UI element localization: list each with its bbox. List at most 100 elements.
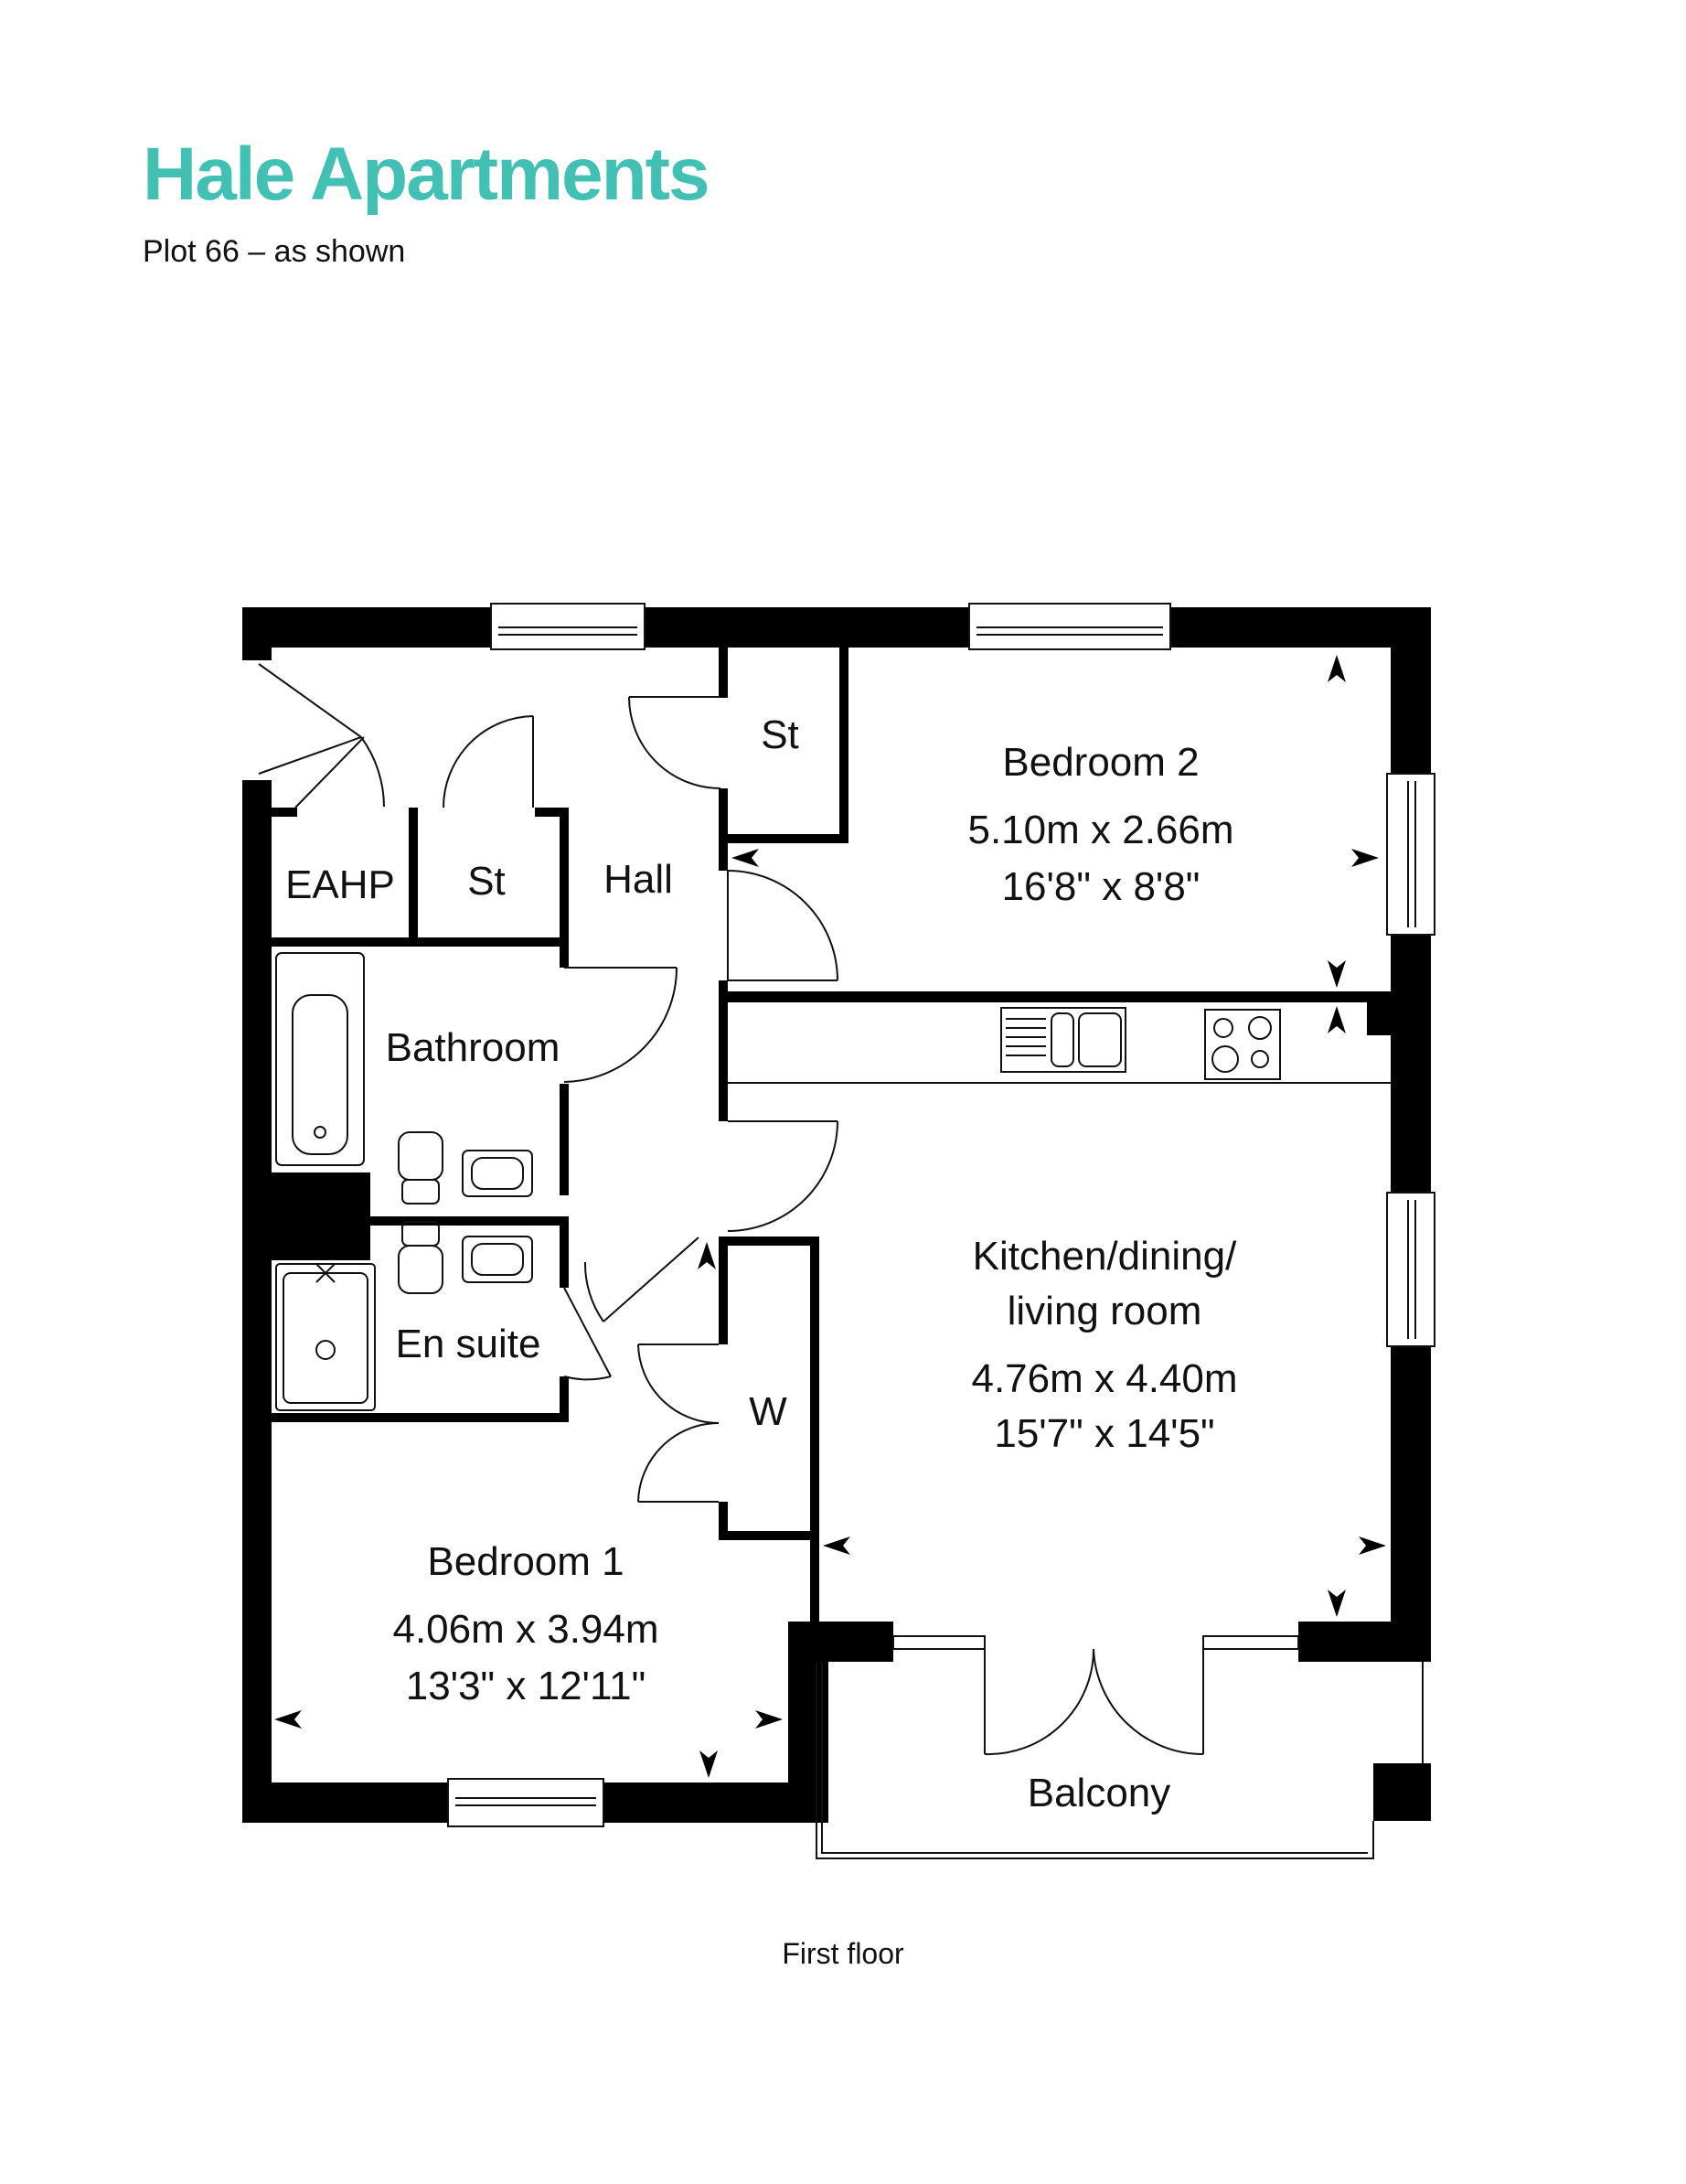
plot-subtitle: Plot 66 – as shown <box>143 234 406 269</box>
balcony-pier <box>1373 1763 1431 1821</box>
ensuite-wc <box>398 1221 443 1294</box>
label-bedroom1: Bedroom 1 <box>427 1539 624 1584</box>
label-store-bed2: St <box>761 712 799 757</box>
riser-block <box>272 1172 370 1260</box>
wardrobe-top <box>719 1237 819 1246</box>
arrow-bed2-right <box>1351 849 1379 867</box>
right-wall-bottom <box>1391 1346 1431 1662</box>
page-title: Hale Apartments <box>143 133 710 216</box>
label-hall: Hall <box>603 857 673 902</box>
right-wall-top <box>1391 607 1431 774</box>
label-wardrobe: W <box>749 1389 787 1434</box>
st-east-wall <box>560 808 569 968</box>
kitchen-imperial: 15'7" x 14'5" <box>994 1411 1214 1456</box>
bedroom1-door <box>583 1237 699 1322</box>
arrow-bed2-top <box>1328 655 1346 682</box>
bedroom2-imperial: 16'8" x 8'8" <box>1002 864 1200 909</box>
label-bathroom: Bathroom <box>386 1025 560 1070</box>
bed2-store-door <box>628 696 721 789</box>
bottom-wall-left <box>242 1783 448 1823</box>
wardrobe-bottom <box>719 1531 819 1540</box>
eahp-door <box>294 736 365 808</box>
bed2-west-wall-lower <box>719 788 728 871</box>
label-kitchen-line2: living room <box>1008 1289 1202 1333</box>
balcony-outline <box>816 1662 1424 1859</box>
arrow-bed1-right <box>755 1710 783 1729</box>
entrance-door <box>258 663 385 808</box>
kitchen-door <box>727 1120 838 1232</box>
bed2-west-wall-upper <box>719 648 728 698</box>
label-eahp: EAHP <box>285 862 395 907</box>
window-bed2-top <box>968 603 1171 650</box>
window-hall-top <box>490 603 646 650</box>
arrow-kitchen-left <box>823 1536 850 1555</box>
bath-top-wall <box>272 937 569 947</box>
bathroom-wc <box>398 1131 443 1204</box>
bathroom-basin <box>462 1150 533 1197</box>
arrow-hall-up <box>698 1242 716 1269</box>
kitchen-bottom-left <box>788 1622 893 1662</box>
arrow-bed2-left <box>731 849 759 867</box>
ensuite-east-wall <box>560 1216 569 1288</box>
bathtub <box>275 952 365 1166</box>
hall-east-wall <box>719 980 728 1121</box>
ensuite-basin <box>462 1236 533 1283</box>
label-store-hall: St <box>467 859 506 904</box>
top-wall-mid <box>645 607 969 648</box>
hob <box>1204 1009 1281 1080</box>
windows <box>447 603 1435 1827</box>
bed2-store-bottom <box>719 834 848 843</box>
window-bed1-bottom <box>447 1778 604 1827</box>
window-kitchen-right <box>1386 1192 1435 1347</box>
wardrobe-west-upper <box>719 1237 728 1344</box>
eahp-st-divider <box>409 808 418 937</box>
kitchen-sink <box>1000 1007 1126 1073</box>
label-balcony: Balcony <box>1028 1771 1171 1815</box>
ensuite-bottom-wall <box>272 1413 569 1422</box>
window-bed2-right <box>1386 773 1435 936</box>
bed2-kitchen-wall <box>722 991 1391 1002</box>
shower-tray <box>275 1263 376 1411</box>
wardrobe-west-lower <box>719 1502 728 1540</box>
arrow-kitchen-right <box>1359 1536 1386 1555</box>
bath-ensuite-divider <box>370 1216 560 1226</box>
bedroom2-metric: 5.10m x 2.66m <box>967 808 1233 852</box>
arrow-kitchen-top <box>1328 1006 1346 1033</box>
fixtures <box>275 952 1424 1859</box>
arrow-bed1-bottom <box>699 1750 718 1778</box>
wardrobe-doors <box>637 1344 720 1503</box>
room-labels: EAHP St St Hall Bathroom En suite W Balc… <box>285 712 1237 1815</box>
kitchen-metric: 4.76m x 4.40m <box>971 1356 1237 1401</box>
balcony-door-frame <box>892 1635 1299 1650</box>
bed2-kitchen-return <box>1367 991 1394 1035</box>
bedroom2-door <box>727 870 838 981</box>
left-wall-stub <box>242 607 272 660</box>
right-wall-mid <box>1391 935 1431 1193</box>
bath-east-wall <box>560 1084 569 1195</box>
st-top-right <box>535 808 567 817</box>
bed2-store-side <box>839 648 848 843</box>
floor-caption: First floor <box>782 1937 904 1970</box>
eahp-top <box>272 808 297 817</box>
ensuite-door <box>563 1287 612 1381</box>
label-kitchen-line1: Kitchen/dining/ <box>973 1234 1237 1279</box>
top-wall-left <box>242 607 491 648</box>
label-ensuite: En suite <box>396 1322 541 1366</box>
top-wall-right <box>1170 607 1431 648</box>
hall-store-door <box>443 715 534 808</box>
bedroom1-metric: 4.06m x 3.94m <box>392 1607 658 1652</box>
doors <box>258 663 1204 1756</box>
dimension-arrows <box>274 655 1386 1778</box>
walls <box>242 607 1431 1823</box>
arrow-kitchen-bottom <box>1328 1590 1346 1617</box>
balcony-doors <box>984 1648 1204 1756</box>
label-bedroom2: Bedroom 2 <box>1002 740 1199 785</box>
left-wall <box>242 780 272 1823</box>
arrow-bed1-left <box>274 1710 302 1729</box>
ensuite-east-wall-lower <box>560 1376 569 1422</box>
kitchen-west-wall <box>810 1246 819 1622</box>
arrow-bed2-bottom <box>1328 960 1346 988</box>
bathroom-door <box>563 967 678 1083</box>
bedroom1-imperial: 13'3" x 12'11" <box>406 1664 646 1708</box>
